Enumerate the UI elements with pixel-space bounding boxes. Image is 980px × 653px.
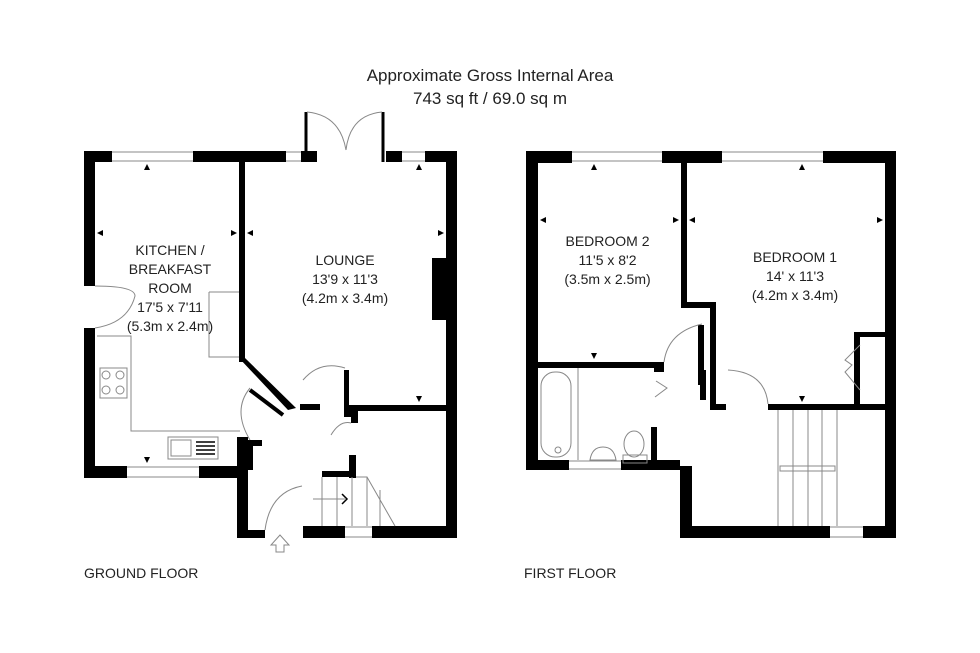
room-dimensions-imperial: 17'5 x 7'11 [137,299,203,315]
plan-title: Approximate Gross Internal Area [366,66,614,85]
room-name: LOUNGE [315,252,375,268]
room-dimensions-imperial: 11'5 x 8'2 [578,252,637,268]
room-bedroom-2: BEDROOM 2 11'5 x 8'2 (3.5m x 2.5m) [540,232,675,289]
room-name-line2: BREAKFAST [128,261,212,277]
room-lounge: LOUNGE 13'9 x 11'3 (4.2m x 3.4m) [270,251,420,308]
ground-floor-plan [84,111,457,553]
room-dimensions-imperial: 14' x 11'3 [765,268,825,284]
room-name: BEDROOM 1 [752,249,837,265]
room-dimensions-metric: (4.2m x 3.4m) [301,290,389,306]
first-floor-label: FIRST FLOOR [524,565,617,581]
room-name-line3: ROOM [148,280,192,296]
room-dimensions-metric: (3.5m x 2.5m) [564,271,651,287]
room-dimensions-metric: (5.3m x 2.4m) [126,318,214,334]
room-dimensions-metric: (4.2m x 3.4m) [751,287,839,303]
room-name: BEDROOM 2 [565,233,650,249]
room-dimensions-imperial: 13'9 x 11'3 [312,271,378,287]
gross-area: 743 sq ft / 69.0 sq m [412,89,568,108]
room-bedroom-1: BEDROOM 1 14' x 11'3 (4.2m x 3.4m) [720,248,870,305]
ground-floor-label: GROUND FLOOR [84,565,199,581]
room-name-line1: KITCHEN / [135,242,205,258]
first-floor-plan [526,151,896,538]
room-kitchen-breakfast: KITCHEN / BREAKFAST ROOM 17'5 x 7'11 (5.… [100,241,240,336]
